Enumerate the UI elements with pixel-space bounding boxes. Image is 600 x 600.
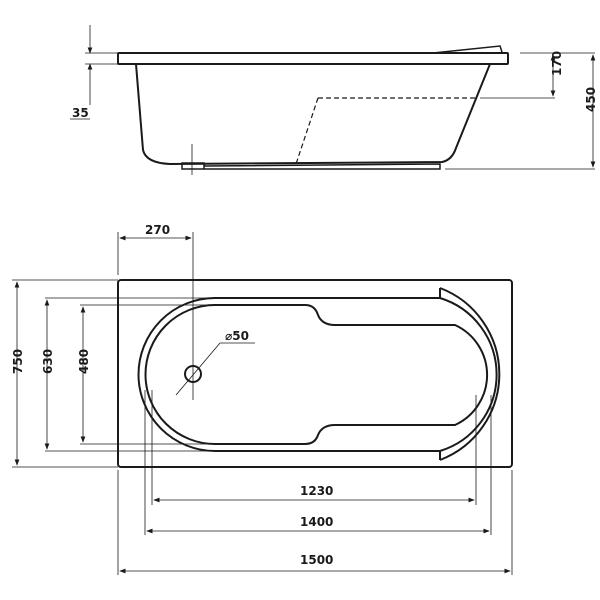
dim-outer-bowl-width: 630 [41, 349, 55, 374]
outer-bowl [137, 297, 498, 452]
side-view [70, 25, 596, 175]
backrest-hidden-line [295, 97, 476, 165]
armrest-outer [439, 287, 501, 461]
dim-bowl-length: 1400 [300, 515, 333, 529]
dim-total-width: 750 [11, 349, 25, 374]
dim-rim-thickness: 35 [72, 106, 89, 120]
tub-body [135, 63, 491, 166]
base [203, 163, 441, 170]
dim-total-height: 450 [584, 87, 598, 112]
dim-inner-bowl-width: 480 [77, 349, 91, 374]
plan-view [12, 232, 513, 575]
inner-bowl [144, 304, 489, 445]
dim-drain-offset: 270 [145, 223, 170, 237]
dim-total-length: 1500 [300, 553, 333, 567]
outer-rim [117, 279, 513, 468]
rim [117, 52, 509, 65]
headrest-rise [432, 45, 503, 54]
dim-drain-diameter: ⌀50 [225, 329, 249, 343]
dim-inner-length: 1230 [300, 484, 333, 498]
dim-overflow-depth: 170 [550, 51, 564, 76]
